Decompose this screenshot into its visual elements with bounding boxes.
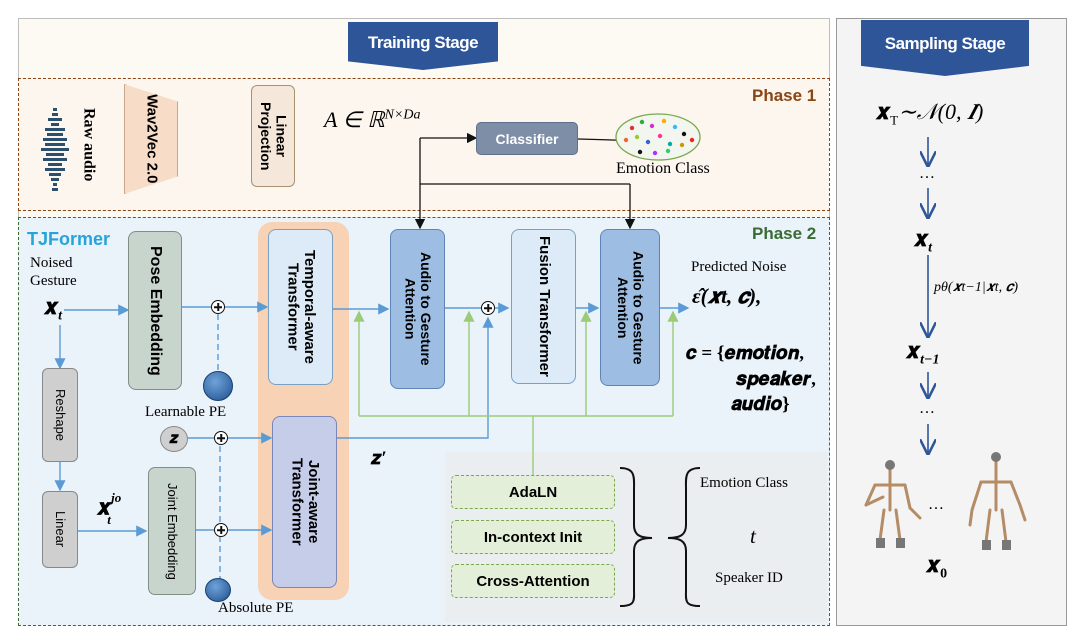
xt-symbol: 𝒙t <box>44 294 62 324</box>
eps-formula: ε̂(𝒙t, 𝒄), <box>692 284 762 308</box>
emotion-dots <box>623 118 695 156</box>
xT-rest: ∼𝒩(0, 𝑰) <box>898 99 984 124</box>
incontext-init-text: In-context Init <box>483 528 583 546</box>
plus-fusion <box>481 301 495 315</box>
cross-attention-option[interactable]: Cross-Attention <box>451 564 615 598</box>
learnable-pe-label: Learnable PE <box>145 404 227 420</box>
fusion-transformer-text: Fusion Transformer <box>535 236 553 377</box>
skeletons <box>864 460 1027 544</box>
classifier-text: Classifier <box>495 130 559 147</box>
xt-jo-sub: t <box>107 511 111 527</box>
xT-formula: 𝒙T∼𝒩(0, 𝑰) <box>876 99 983 128</box>
sampling-stage-title: Sampling Stage <box>861 20 1029 76</box>
temporal-transformer-block: Temporal-aware Transformer <box>268 229 333 385</box>
learnable-pe-icon <box>203 371 233 401</box>
a-formula-sup: N×Da <box>384 107 421 123</box>
phase1-label: Phase 1 <box>752 86 817 105</box>
plus-pose <box>211 300 225 314</box>
sampling-xt1-main: 𝒙 <box>906 338 921 363</box>
c-line3: 𝒂𝒖𝒅𝒊𝒐} <box>731 394 790 415</box>
raw-audio-label: Raw audio <box>80 108 98 182</box>
a-formula-main: A ∈ ℝ <box>324 107 385 132</box>
sampling-stage-panel <box>836 18 1067 626</box>
audio-gesture-attn-1: Audio to Gesture Attention <box>390 229 445 389</box>
sampling-x0-main: 𝒙 <box>926 552 941 577</box>
linear-text: Linear <box>53 511 69 548</box>
skeleton-dots: … <box>928 496 944 513</box>
cond-speaker-label: Speaker ID <box>715 570 783 586</box>
fusion-transformer-block: Fusion Transformer <box>511 229 576 384</box>
waveform <box>41 108 69 191</box>
predicted-noise-label: Predicted Noise <box>691 259 787 275</box>
absolute-pe-icon <box>205 578 231 602</box>
z-prime-label: 𝒛′ <box>371 448 387 469</box>
c-line2: 𝒔𝒑𝒆𝒂𝒌𝒆𝒓, <box>736 369 816 390</box>
ptheta-formula: pθ(𝒙t−1|𝒙t, 𝒄) <box>934 280 1019 295</box>
xt-main: 𝒙 <box>44 294 59 319</box>
emotion-class-label: Emotion Class <box>616 160 710 177</box>
temporal-transformer-text: Temporal-aware Transformer <box>284 250 319 364</box>
plus-joint <box>214 523 228 537</box>
joint-embedding-block: Joint Embedding <box>148 467 196 595</box>
joint-embedding-text: Joint Embedding <box>165 482 181 580</box>
xt-jo-sup: jo <box>111 490 122 505</box>
pose-embedding-text: Pose Embedding <box>146 245 164 376</box>
joint-transformer-block: Joint-aware Transformer <box>272 416 337 588</box>
xt-jo-main: 𝒙 <box>97 494 112 520</box>
audio-gesture-attn-2-text: Audio to Gesture Attention <box>615 250 647 365</box>
reshape-block: Reshape <box>42 368 78 462</box>
cond-emotion-label: Emotion Class <box>700 475 788 491</box>
xT-sub: T <box>890 112 899 128</box>
sampling-xt-sub: t <box>928 240 933 256</box>
xT-main: 𝒙 <box>876 99 891 124</box>
skeleton-joints <box>876 452 1011 550</box>
xt-jo-symbol: 𝒙jot <box>97 490 121 527</box>
audio-gesture-attn-2: Audio to Gesture Attention <box>600 229 660 386</box>
a-formula: A ∈ ℝN×Da <box>324 107 421 133</box>
wav2vec-text: Wav2Vec 2.0 <box>143 94 161 184</box>
plus-z <box>214 431 228 445</box>
c-line1: 𝒄 = {𝒆𝒎𝒐𝒕𝒊𝒐𝒏, <box>686 343 804 364</box>
phase2-label: Phase 2 <box>752 224 817 243</box>
training-stage-title-text: Training Stage <box>367 33 479 52</box>
linear-block: Linear <box>42 491 78 568</box>
z-text: 𝒛 <box>169 430 179 447</box>
z-circle: 𝒛 <box>160 426 188 452</box>
classifier-button[interactable]: Classifier <box>476 122 578 155</box>
linear-projection-text: Linear Projection <box>258 101 290 171</box>
joint-transformer-text: Joint-aware Transformer <box>288 458 323 546</box>
adaln-option[interactable]: AdaLN <box>451 475 615 509</box>
wav2vec-block: Wav2Vec 2.0 <box>124 84 178 194</box>
tjformer-label: TJFormer <box>27 229 111 249</box>
linear-projection-block: Linear Projection <box>251 85 295 187</box>
xt-sub: t <box>58 308 63 324</box>
cond-t-label: t <box>750 524 756 548</box>
sampling-xt-main: 𝒙 <box>914 226 929 251</box>
training-stage-title: Training Stage <box>348 22 498 70</box>
adaln-text: AdaLN <box>508 483 558 501</box>
sampling-xt1: 𝒙t−1 <box>906 338 940 368</box>
absolute-pe-label: Absolute PE <box>218 600 294 616</box>
cross-attention-text: Cross-Attention <box>476 572 590 590</box>
noised-gesture-label: Noised Gesture <box>30 255 77 289</box>
pose-embedding-block: Pose Embedding <box>128 231 182 390</box>
sampling-xt1-sub: t−1 <box>920 352 940 368</box>
dots-1: … <box>919 165 935 182</box>
sampling-x0-sub: 0 <box>940 566 948 582</box>
dots-2: … <box>919 400 935 417</box>
sampling-stage-title-text: Sampling Stage <box>884 34 1006 53</box>
sampling-x0: 𝒙0 <box>926 552 947 582</box>
sampling-xt: 𝒙t <box>914 226 932 256</box>
reshape-text: Reshape <box>53 388 69 442</box>
incontext-init-option[interactable]: In-context Init <box>451 520 615 554</box>
audio-gesture-attn-1-text: Audio to Gesture Attention <box>402 252 434 366</box>
